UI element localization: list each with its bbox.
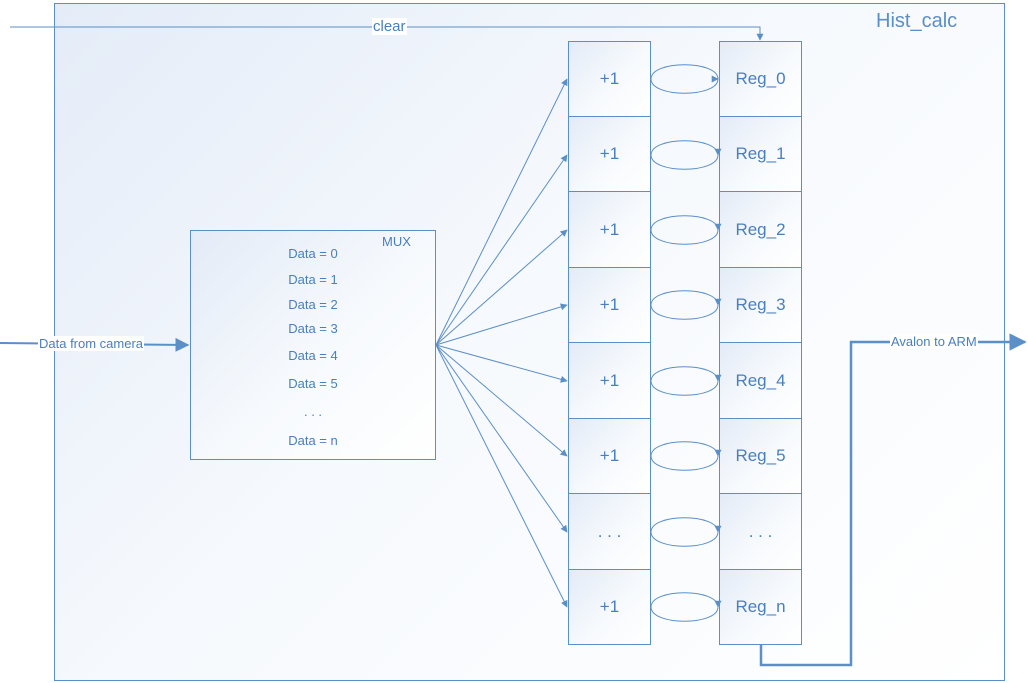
mux-item: Data = 5	[288, 376, 338, 391]
mux-item: Data = 0	[288, 246, 338, 261]
mux-item: Data = 4	[288, 348, 338, 363]
register-2: Reg_2	[719, 191, 802, 268]
output-wire	[759, 333, 1027, 667]
incrementer-ellipsis: . . .	[568, 493, 651, 570]
mux-item: Data = 2	[288, 297, 338, 312]
register-ellipsis: . . .	[719, 493, 802, 570]
mux-fanout	[435, 78, 568, 608]
output-label: Avalon to ARM	[890, 334, 978, 349]
register-0: Reg_0	[719, 41, 802, 117]
incrementer-n: +1	[568, 569, 651, 645]
mux-item: Data = 3	[288, 321, 338, 336]
register-4: Reg_4	[719, 342, 802, 419]
feedback-loops	[650, 64, 722, 622]
incrementer-2: +1	[568, 191, 651, 268]
mux-item: Data = 1	[288, 272, 338, 287]
mux-item: . . .	[303, 404, 323, 419]
mux-item: Data = n	[288, 433, 338, 448]
mux-block	[190, 230, 436, 460]
incrementer-5: +1	[568, 418, 651, 494]
register-5: Reg_5	[719, 418, 802, 494]
clear-wire	[10, 26, 764, 41]
block-title: Hist_calc	[876, 10, 958, 32]
incrementer-1: +1	[568, 116, 651, 192]
register-3: Reg_3	[719, 267, 802, 343]
input-label: Data from camera	[38, 336, 145, 351]
incrementer-4: +1	[568, 342, 651, 419]
clear-label: clear	[372, 18, 407, 35]
mux-label: MUX	[382, 234, 411, 249]
